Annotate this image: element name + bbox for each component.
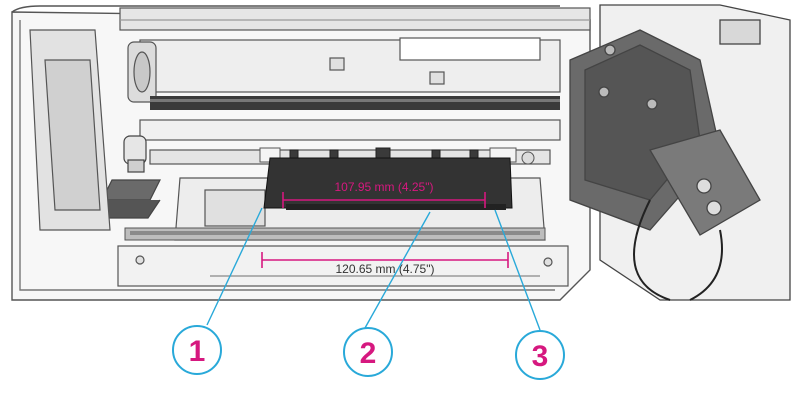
leader-lines [206,207,541,331]
tray-comb [124,227,546,241]
print-head-assembly [569,4,791,301]
outer-dimension-label: 120.65 mm (4.75") [336,262,435,276]
callout-3: 3 [515,330,565,380]
front-plate [117,245,569,287]
callout-2-number: 2 [360,337,377,370]
media-card [263,157,513,210]
left-side-wall [29,29,111,231]
inner-dimension-label: 107.95 mm (4.25") [335,180,434,194]
gear-strip [150,96,560,110]
outer-dimension-line [261,252,509,268]
roller-end-cap [127,41,157,103]
media-guide-handle [99,135,161,219]
callout-1: 1 [172,325,222,375]
top-roller [119,7,591,31]
callout-1-number: 1 [189,335,206,368]
callout-3-number: 3 [532,340,549,373]
callout-2: 2 [343,327,393,377]
inner-dimension-line [282,192,486,208]
platen-roller [139,37,561,93]
